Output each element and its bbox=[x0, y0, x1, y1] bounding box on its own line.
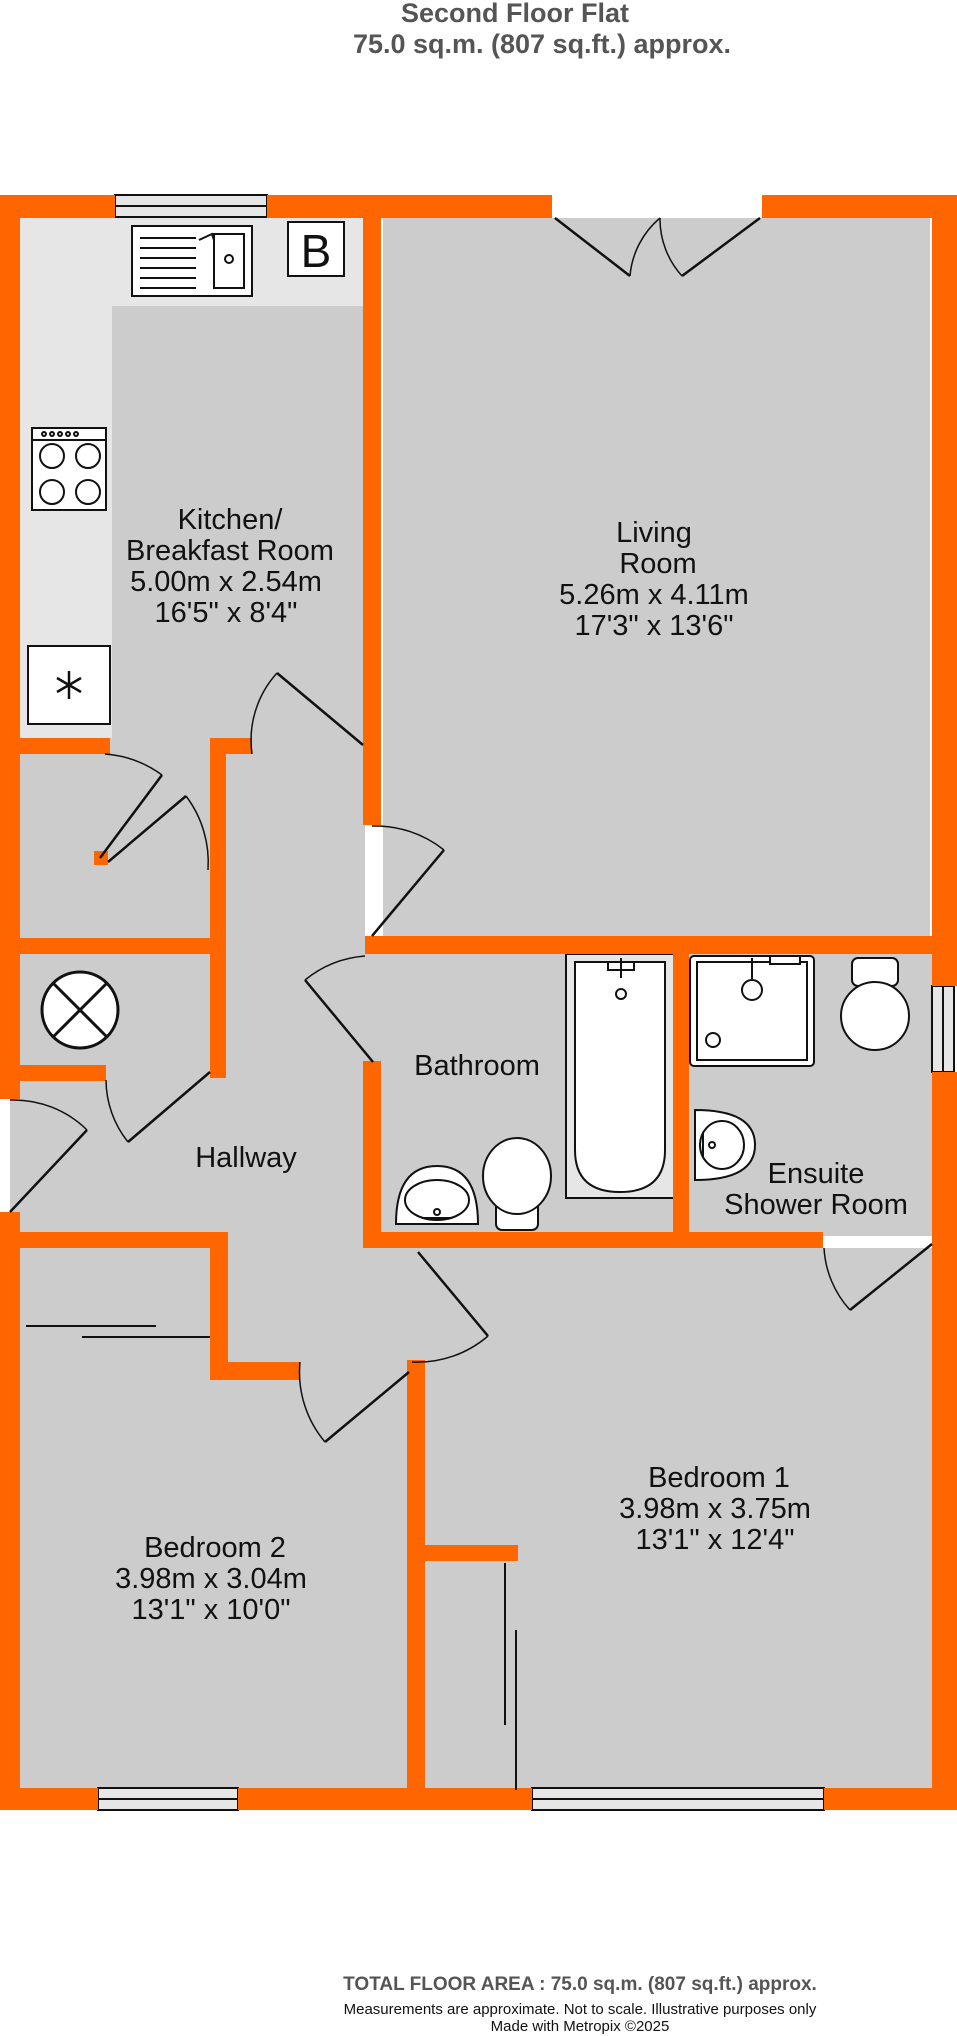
wall-bath-bottom bbox=[363, 1232, 823, 1248]
window-kitchen bbox=[114, 194, 268, 218]
fridge-freezer-icon bbox=[27, 645, 111, 725]
wall-bed2-stub bbox=[210, 1362, 300, 1380]
wall-bed2-top bbox=[20, 1232, 228, 1248]
window-bedroom1 bbox=[531, 1787, 825, 1811]
bedroom2-name: Bedroom 2 bbox=[144, 1532, 286, 1564]
wall-top-b bbox=[267, 195, 552, 218]
wall-top-c bbox=[762, 195, 957, 218]
living-imperial: 17'3" x 13'6" bbox=[574, 610, 733, 642]
door-living-french bbox=[554, 216, 761, 278]
door-living bbox=[371, 825, 445, 937]
wardrobe-sliders-bed1 bbox=[504, 1563, 517, 1790]
wall-living-bath bbox=[365, 936, 932, 954]
kitchen-imperial: 16'5" x 8'4" bbox=[155, 597, 298, 629]
door-bedroom2 bbox=[298, 1361, 410, 1443]
boiler-label: B bbox=[301, 225, 332, 277]
bedroom1-floor bbox=[378, 1248, 932, 1788]
hallway-name: Hallway bbox=[195, 1142, 297, 1174]
bath-icon bbox=[565, 953, 675, 1199]
door-entrance bbox=[9, 1099, 88, 1213]
wall-bottom-a bbox=[0, 1788, 98, 1810]
wall-bed2-right bbox=[210, 1232, 228, 1380]
disclaimer: Measurements are approximate. Not to sca… bbox=[344, 2001, 817, 2018]
door-bedroom1 bbox=[411, 1251, 489, 1363]
credit: Made with Metropix ©2025 bbox=[491, 2018, 670, 2035]
wall-bath-left bbox=[363, 1061, 381, 1247]
wall-top-a bbox=[0, 195, 115, 218]
wall-bottom-c bbox=[824, 1788, 957, 1810]
toilet-icon bbox=[840, 957, 910, 1051]
total-floor-area: TOTAL FLOOR AREA : 75.0 sq.m. (807 sq.ft… bbox=[343, 1974, 817, 1995]
wall-pantry-right bbox=[210, 738, 226, 1078]
bedroom2-metric: 3.98m x 3.04m bbox=[115, 1563, 307, 1595]
living-metric: 5.26m x 4.11m bbox=[559, 579, 749, 611]
living-floor bbox=[383, 218, 930, 936]
door-cupboard bbox=[105, 1071, 211, 1143]
ensuite-name-1: Ensuite bbox=[768, 1158, 865, 1190]
ensuite-name-2: Shower Room bbox=[724, 1189, 908, 1221]
wall-bed-divider bbox=[407, 1360, 425, 1790]
wall-kitchen-living bbox=[363, 218, 381, 825]
sink-icon bbox=[131, 225, 253, 297]
door-ensuite bbox=[823, 1243, 933, 1311]
wardrobe-sliders-bed2 bbox=[26, 1325, 210, 1338]
hob-icon bbox=[31, 427, 107, 511]
basin-icon bbox=[394, 1164, 480, 1225]
windows bbox=[97, 194, 955, 1811]
cylinder-icon bbox=[40, 970, 120, 1050]
window-bedroom2 bbox=[97, 1787, 239, 1811]
shower-tray-icon bbox=[689, 955, 815, 1067]
kitchen-name-1: Kitchen/ bbox=[178, 504, 284, 536]
wall-right-lower bbox=[932, 1072, 957, 1810]
toilet-icon bbox=[482, 1137, 552, 1231]
boiler-icon: B bbox=[287, 221, 345, 277]
plan-area: 75.0 sq.m. (807 sq.ft.) approx. bbox=[353, 29, 731, 59]
doors bbox=[9, 216, 933, 1790]
wall-kitchen-stub-a bbox=[20, 738, 110, 754]
door-bathroom bbox=[304, 955, 374, 1063]
basin-icon bbox=[694, 1108, 757, 1182]
wall-left-lower bbox=[0, 1212, 20, 1810]
living-name-2: Room bbox=[619, 548, 696, 580]
wall-cupboard-bottom bbox=[20, 1065, 106, 1081]
bedroom2-imperial: 13'1" x 10'0" bbox=[131, 1594, 290, 1626]
room-labels: Kitchen/ Breakfast Room 5.00m x 2.54m 16… bbox=[115, 504, 908, 1626]
window-ensuite bbox=[931, 985, 955, 1073]
kitchen-name-2: Breakfast Room bbox=[126, 535, 334, 567]
bathroom-name: Bathroom bbox=[414, 1050, 540, 1082]
wall-bath-ensuite bbox=[673, 954, 689, 1248]
plan-title: Second Floor Flat bbox=[401, 0, 629, 28]
walls bbox=[0, 195, 957, 1810]
wall-pantry-bottom bbox=[20, 938, 226, 954]
wall-left-upper bbox=[0, 195, 20, 1099]
wall-wardrobe-stub bbox=[425, 1545, 518, 1561]
wall-bottom-b bbox=[238, 1788, 532, 1810]
bedroom1-name: Bedroom 1 bbox=[648, 1462, 790, 1494]
bedroom1-metric: 3.98m x 3.75m bbox=[619, 1493, 811, 1525]
door-kitchen bbox=[250, 672, 364, 755]
living-name-1: Living bbox=[616, 517, 692, 549]
kitchen-metric: 5.00m x 2.54m bbox=[130, 566, 322, 598]
door-pantry bbox=[98, 753, 210, 871]
bedroom1-imperial: 13'1" x 12'4" bbox=[635, 1524, 794, 1556]
wall-right-upper bbox=[932, 195, 957, 986]
